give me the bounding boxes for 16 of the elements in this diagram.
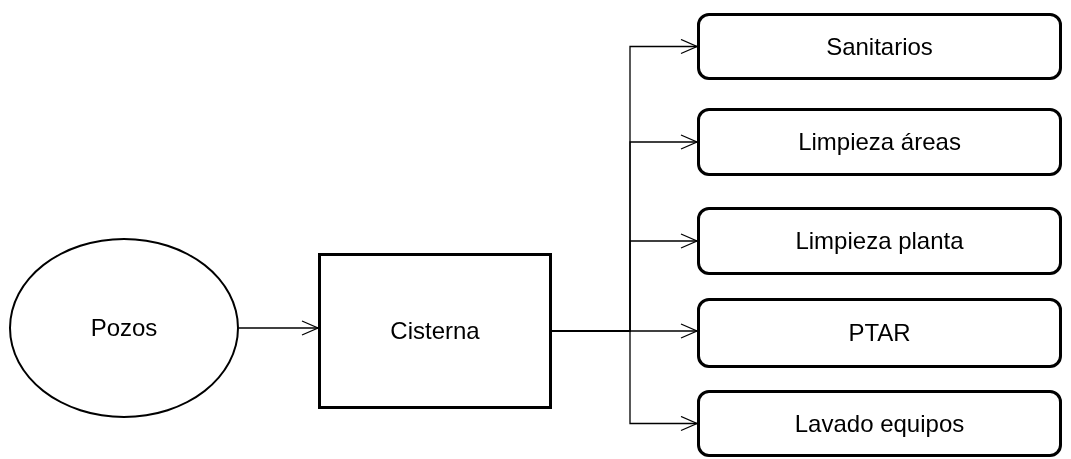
rounded-box	[697, 207, 1062, 275]
node-label: Lavado equipos	[794, 409, 965, 438]
node-label: Limpieza áreas	[798, 128, 961, 156]
rounded-box	[697, 13, 1062, 80]
node-label: PTAR	[848, 319, 911, 347]
node-label: Pozos	[90, 314, 158, 342]
arrow	[551, 330, 698, 432]
start-ellipse	[9, 238, 239, 418]
node-label: Limpieza planta	[795, 227, 964, 255]
arrow	[238, 320, 319, 336]
rounded-box	[697, 108, 1062, 176]
rounded-box	[697, 298, 1062, 368]
node-label: Sanitarios	[826, 32, 933, 61]
node-label: Cisterna	[390, 317, 480, 345]
process-box	[318, 253, 552, 409]
rounded-box	[697, 390, 1062, 457]
